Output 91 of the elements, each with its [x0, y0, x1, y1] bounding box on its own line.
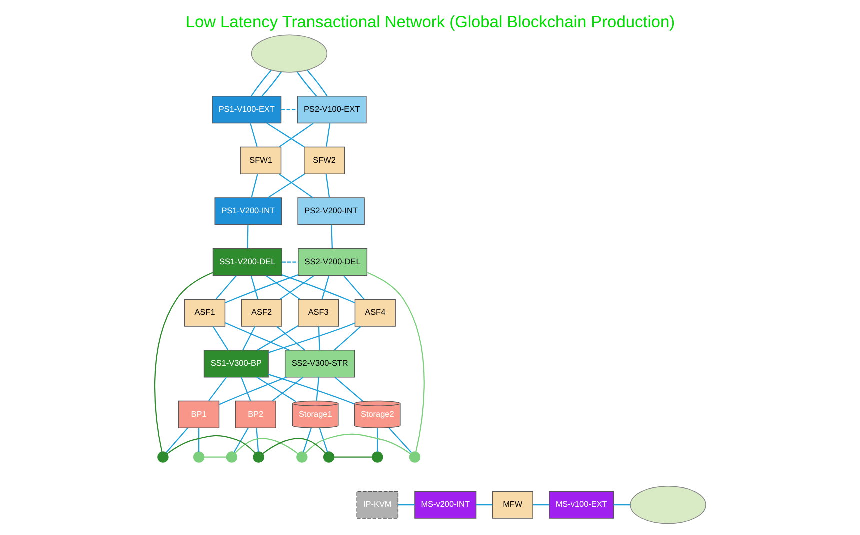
connector — [224, 322, 290, 351]
connector — [242, 326, 256, 350]
connector — [276, 326, 305, 351]
connector — [256, 376, 296, 402]
node-box: SFW1 — [240, 146, 282, 174]
connector — [250, 276, 258, 300]
connector — [388, 428, 412, 454]
connector — [246, 225, 248, 248]
connector — [154, 272, 213, 452]
connector — [204, 456, 226, 458]
node-circle — [322, 452, 334, 463]
connector — [304, 434, 411, 455]
node-circle — [408, 452, 420, 463]
node-box: BP1 — [178, 400, 220, 429]
node-box: PS2-V200-INT — [297, 198, 364, 226]
connector — [250, 174, 258, 198]
connector — [326, 123, 330, 147]
connector — [266, 122, 304, 148]
node-box: SS2-V300-STR — [284, 350, 355, 378]
node-box: PS1-V200-INT — [214, 198, 282, 226]
node-box: SS2-V200-DEL — [298, 248, 368, 276]
connector — [261, 72, 282, 97]
connector — [198, 428, 200, 452]
connector — [212, 326, 228, 350]
connector — [330, 225, 332, 248]
connector — [166, 428, 188, 454]
connector — [166, 435, 256, 454]
node-box: ASF3 — [298, 299, 339, 327]
connector — [334, 326, 361, 351]
connector — [334, 456, 372, 458]
connector — [316, 378, 319, 401]
connector — [476, 504, 492, 506]
connector — [250, 70, 272, 96]
connector — [318, 326, 320, 350]
node-box: BP2 — [234, 400, 276, 429]
node-circle — [296, 452, 308, 463]
connector — [265, 276, 300, 300]
node-cloud — [250, 34, 328, 73]
node-box: SS1-V200-DEL — [212, 248, 282, 276]
connector — [215, 276, 236, 300]
connector — [224, 274, 298, 304]
connector — [272, 377, 304, 402]
node-box: PS1-V100-EXT — [212, 96, 282, 124]
node-circle — [157, 452, 168, 463]
connector — [268, 322, 355, 354]
connector — [218, 376, 286, 406]
connector — [321, 276, 330, 300]
connector — [306, 70, 328, 96]
connector — [282, 262, 298, 263]
node-box: SFW2 — [304, 146, 345, 174]
connector — [267, 174, 305, 198]
node-box: MFW — [492, 491, 533, 519]
connector — [376, 428, 378, 452]
connector — [278, 123, 314, 148]
connector — [532, 504, 549, 506]
connector — [234, 438, 298, 454]
connector — [250, 123, 258, 148]
connector — [296, 72, 317, 97]
node-circle — [372, 452, 383, 463]
node-circle — [226, 452, 238, 463]
node-circle — [252, 452, 264, 463]
node-box: MS-v200-INT — [414, 491, 476, 519]
node-cloud — [630, 486, 706, 524]
connector — [281, 274, 355, 304]
connector — [325, 174, 330, 198]
connector — [262, 438, 326, 454]
node-box: SS1-V300-BP — [203, 350, 268, 378]
node-box: ASF1 — [184, 299, 226, 327]
connector — [343, 276, 364, 300]
connector — [280, 109, 298, 110]
diagram-title: Low Latency Transactional Network (Global Blockchain Production) — [185, 13, 675, 32]
connector — [613, 504, 630, 506]
connector — [398, 504, 414, 506]
connector — [240, 377, 251, 402]
connector — [302, 428, 312, 452]
connector — [208, 377, 227, 402]
connector — [334, 377, 363, 402]
connector — [256, 428, 259, 452]
node-circle — [192, 452, 204, 463]
connector — [366, 272, 424, 452]
node-box: ASF2 — [240, 299, 282, 327]
connector — [278, 174, 313, 198]
node-box: IP-KVM — [356, 491, 398, 519]
node-box: PS2-V100-EXT — [296, 96, 366, 124]
connector — [268, 374, 354, 405]
connector — [280, 276, 314, 300]
node-box: MS-v100-EXT — [548, 491, 614, 519]
connector — [256, 326, 298, 351]
connector — [318, 428, 328, 452]
connector — [233, 428, 248, 453]
node-box: ASF4 — [354, 299, 396, 327]
